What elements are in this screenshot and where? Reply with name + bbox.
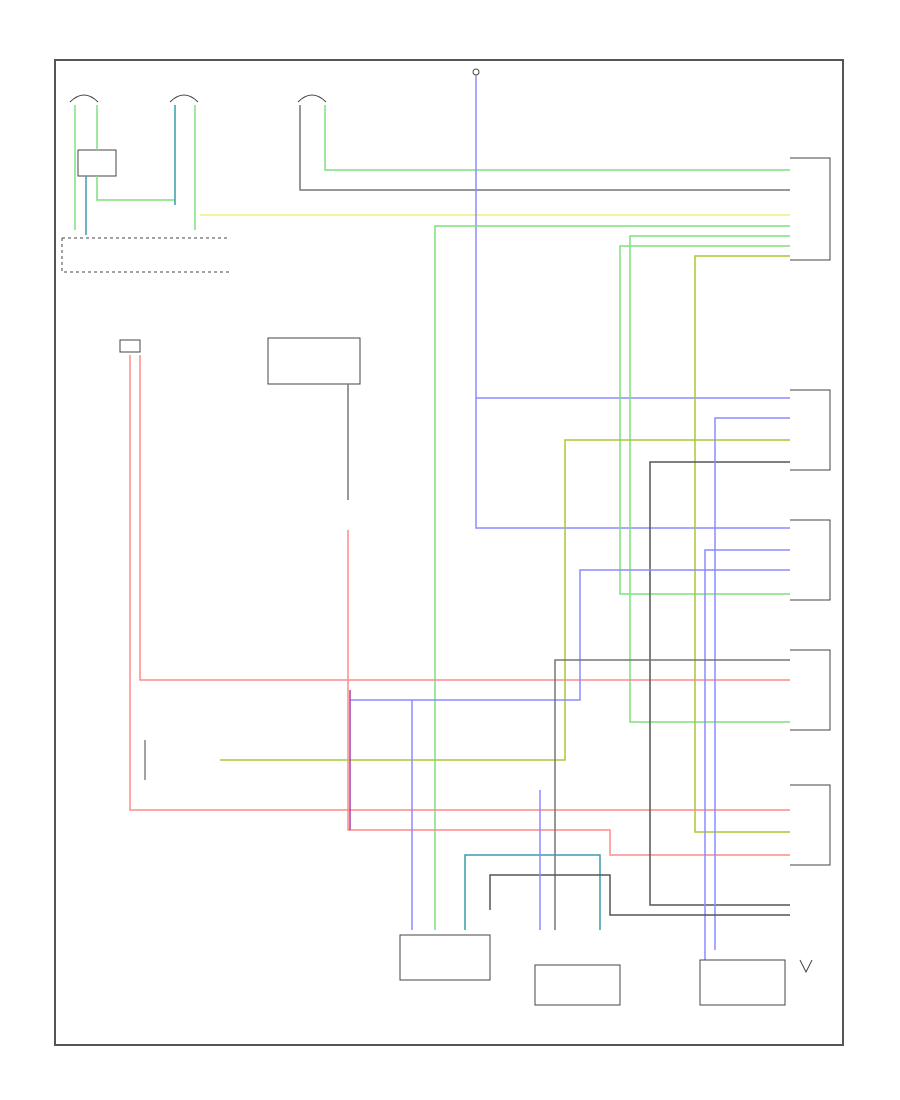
middle-switch <box>267 337 361 385</box>
wire-green-6 <box>434 225 790 930</box>
wire-olive-1 <box>694 255 790 833</box>
wire-blue-5 <box>350 569 790 701</box>
bottom-mid-module <box>534 964 621 1006</box>
wire-blue-3 <box>714 417 790 950</box>
wire-gray-3 <box>649 461 790 906</box>
bottom-right-module <box>699 959 786 1006</box>
wire-green-3 <box>96 176 175 201</box>
wire-green-5 <box>324 105 790 171</box>
wire-green-8 <box>619 245 790 595</box>
wire-blue-1 <box>475 75 790 529</box>
right-connector-2 <box>790 389 831 471</box>
left-fuse-block <box>119 339 141 353</box>
wire-gray-4 <box>554 659 790 930</box>
right-connector-5 <box>790 784 831 866</box>
wire-red-2 <box>139 355 790 681</box>
small-right-component <box>799 959 813 974</box>
top-left-switch-group <box>69 94 327 177</box>
top-center-fuse <box>472 68 480 76</box>
wire-gray-5 <box>489 874 790 916</box>
wire-olive-2 <box>220 439 790 761</box>
wire-green-7 <box>629 235 790 723</box>
wire-blue-4 <box>704 549 790 960</box>
wire-teal-3 <box>464 854 601 930</box>
wire-gray-1 <box>299 105 790 191</box>
wire-red-3 <box>347 530 790 856</box>
wire-red-1 <box>129 355 790 811</box>
right-connector-3 <box>790 519 831 601</box>
right-connector-4 <box>790 649 831 731</box>
diagram-frame <box>54 59 844 1046</box>
right-connector-1 <box>790 157 831 261</box>
bottom-left-module <box>399 934 491 981</box>
underdash-box <box>61 237 230 273</box>
